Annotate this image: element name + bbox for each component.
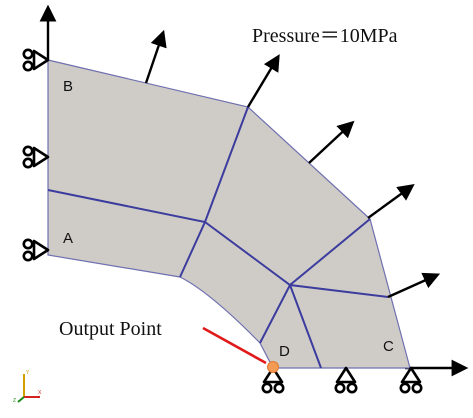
triad-z-axis: [17, 396, 25, 403]
pressure-arrow: [246, 54, 280, 108]
left-support-middle: [22, 145, 50, 169]
pressure-label: Pressure＝10MPa: [252, 25, 398, 47]
triad-x-label: X: [38, 390, 42, 396]
corner-label-a: A: [63, 230, 73, 247]
output-point-label: Output Point: [59, 318, 162, 340]
pressure-arrow: [144, 29, 167, 84]
output-point-marker: [267, 361, 279, 373]
pressure-arrow: [308, 120, 355, 164]
pressure-arrow: [367, 184, 415, 219]
triad-z-label: Z: [13, 398, 16, 404]
left-support-bottom: [22, 238, 50, 262]
mesh-outline: [47, 59, 411, 369]
bottom-support-middle: [334, 366, 358, 394]
output-pointer-arrow: [202, 326, 267, 365]
triad-y-label: Y: [26, 370, 30, 376]
mesh-line-lower-d: [289, 284, 322, 369]
corner-label-b: B: [63, 78, 73, 95]
mesh-element-lines: [47, 106, 389, 369]
corner-label-d: D: [279, 343, 290, 360]
mesh-line-vertical-middle: [179, 106, 249, 278]
left-support-top: [22, 48, 50, 72]
pressure-arrows: [144, 29, 441, 299]
pressure-arrow: [387, 272, 441, 299]
mesh-line-horizontal-left: [47, 189, 389, 298]
bottom-support-c: [399, 366, 423, 394]
xyz-triad-icon: Y Z X: [13, 370, 42, 404]
corner-label-c: C: [383, 338, 394, 355]
